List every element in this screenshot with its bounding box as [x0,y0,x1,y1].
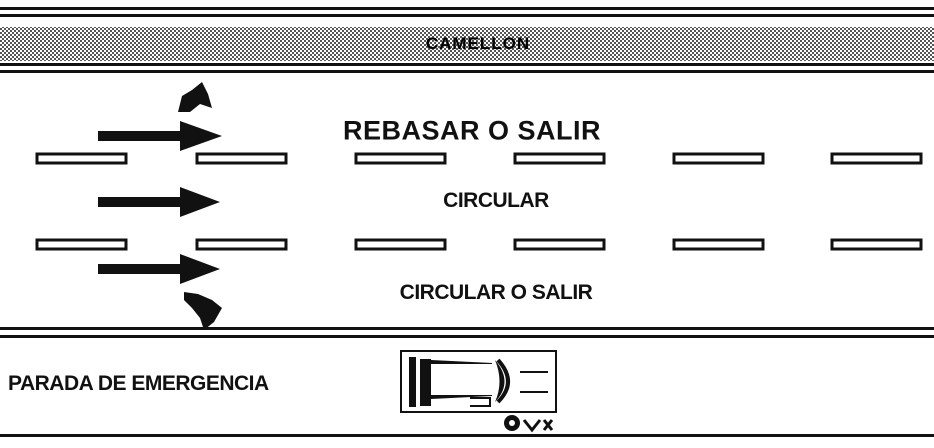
curved-arrow-up-icon [178,82,212,112]
lane-label-travel-exit: CIRCULAR O SALIR [399,281,593,304]
shoulder-label: PARADA DE EMERGENCIA [8,372,269,395]
bottom-edge-line [0,434,934,437]
car-topview-icon [400,350,557,433]
lane-label-passing: REBASAR O SALIR [342,115,602,146]
median-boundary-lines [0,63,934,73]
right-arrow-icon [98,121,222,151]
lane-divider-lower [35,238,923,251]
lane-divider-upper [35,152,923,165]
shoulder-boundary-lines [0,327,934,338]
right-arrow-icon [98,187,220,217]
curved-arrow-down-icon [184,292,222,330]
top-edge-lines [0,7,934,17]
right-arrow-icon [98,254,220,284]
lane-label-travel: CIRCULAR [443,189,549,212]
median-band [0,27,934,61]
median-label: CAMELLON [425,34,531,53]
